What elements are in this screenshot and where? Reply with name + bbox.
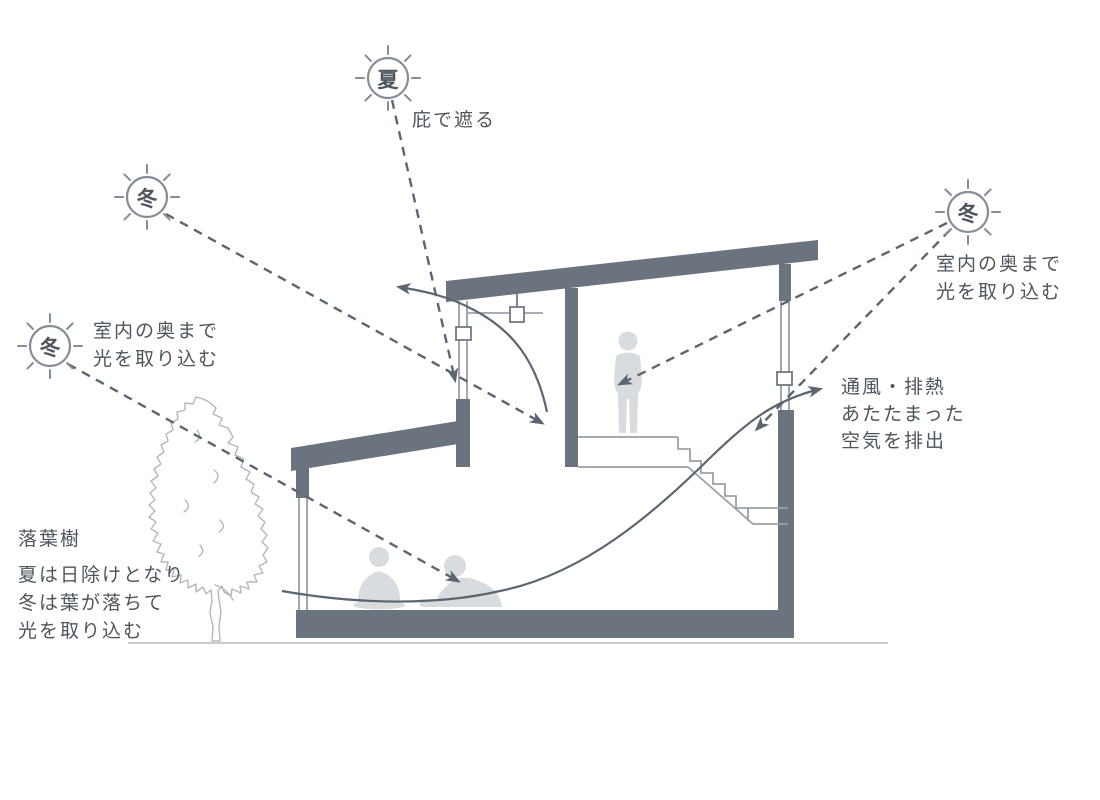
annotation-tree-line1: 夏は日除けとなり (18, 565, 186, 586)
annotation-left-daylight-line2: 光を取り込む (93, 349, 220, 370)
floor-slab (296, 610, 794, 638)
summer-ray-blocked-by-eaves (390, 99, 459, 384)
staircase (578, 436, 788, 525)
clerestory-stub-wall (456, 399, 470, 467)
winter-sun-upper-left-label: 冬 (136, 188, 158, 211)
annotation-tree: 夏は日除けとなり 冬は葉が落ちて 光を取り込む (18, 562, 185, 646)
annotation-ventilation-line1: 通風・排熱 (841, 377, 947, 398)
annotation-left-daylight: 室内の奥まで 光を取り込む (93, 318, 219, 374)
upper-roof (446, 240, 818, 302)
annotation-ventilation: 通風・排熱 あたたまった 空気を排出 (841, 374, 966, 455)
annotation-ventilation-line3: 空気を排出 (841, 431, 947, 452)
house-section (291, 240, 818, 638)
airflow-arrow-clerestory (395, 283, 549, 413)
standing-person-figure (614, 331, 642, 433)
annotation-right-daylight-line1: 室内の奥まで (936, 254, 1063, 275)
annotation-ventilation-line2: あたたまった (841, 404, 966, 425)
annotation-right-daylight-line2: 光を取り込む (936, 282, 1063, 303)
airflow-arrows (281, 283, 824, 603)
lower-roof (291, 421, 458, 471)
sun-rays (67, 99, 951, 583)
annotation-eaves-shade: 庇で遮る (412, 110, 497, 131)
deciduous-tree-illustration (148, 396, 269, 642)
winter-ray-right-deep (617, 221, 948, 386)
annotation-tree-line2: 冬は葉が落ちて (18, 593, 166, 614)
winter-sun-left-label: 冬 (39, 337, 61, 360)
winter-ray-right-stairs (754, 229, 951, 432)
winter-ray-through-tree (67, 362, 461, 583)
annotation-tree-title: 落葉樹 (18, 529, 82, 550)
annotation-left-daylight-line1: 室内の奥まで (93, 321, 220, 342)
right-wall (776, 264, 794, 610)
winter-sun-right-label: 冬 (957, 203, 979, 226)
left-wall (296, 468, 309, 610)
winter-ray-upper-left (165, 212, 545, 425)
clerestory-window (455, 301, 472, 399)
summer-sun-label: 夏 (377, 69, 399, 92)
airflow-arrow-main (281, 386, 824, 603)
annotation-right-daylight: 室内の奥まで 光を取り込む (936, 251, 1062, 307)
annotation-tree-line3: 光を取り込む (18, 621, 145, 642)
interior-wall (565, 288, 578, 467)
